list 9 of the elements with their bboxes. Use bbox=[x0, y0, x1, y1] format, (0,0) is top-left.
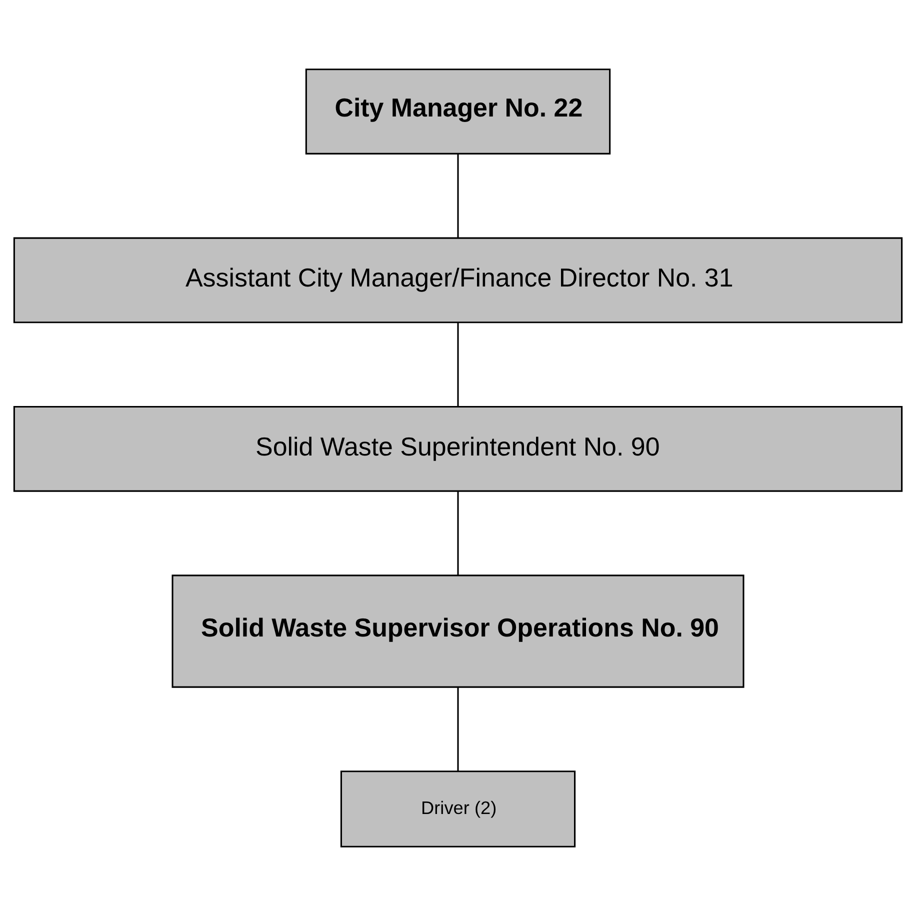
connector bbox=[456, 490, 458, 575]
connector bbox=[456, 322, 458, 406]
node-box: Solid Waste Superintendent No. 90 bbox=[12, 405, 902, 492]
node-box: Driver (2) bbox=[340, 770, 576, 847]
node-box: Solid Waste Supervisor Operations No. 90 bbox=[171, 574, 744, 688]
connector bbox=[456, 686, 458, 771]
connector bbox=[456, 153, 458, 238]
node-box: City Manager No. 22 bbox=[304, 68, 610, 154]
node-box: Assistant City Manager/Finance Director No. 31 bbox=[12, 236, 902, 323]
